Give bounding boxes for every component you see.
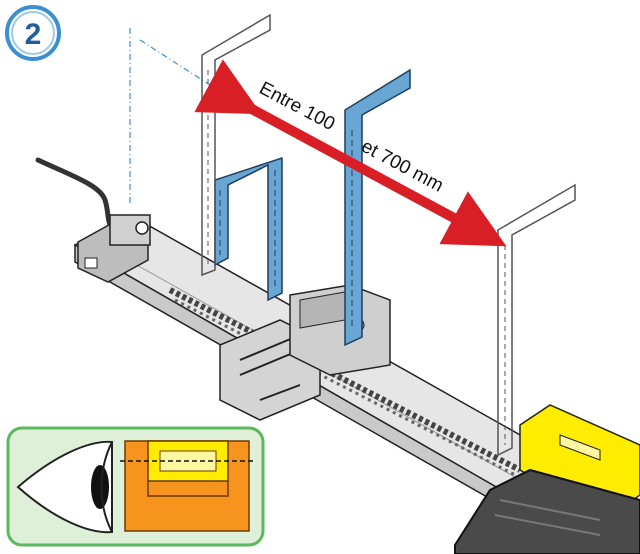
spirit-level-icon [120, 440, 255, 532]
bracket-position-max [497, 183, 576, 457]
motor-head [77, 214, 151, 283]
motor-housing [454, 468, 640, 554]
drive-chain [168, 287, 522, 473]
level-check-inset [6, 426, 265, 547]
dimension-label-line1: Entre 100 [256, 78, 339, 135]
step-number: 2 [25, 18, 42, 51]
eye-icon [16, 440, 113, 534]
power-cable [35, 157, 121, 238]
dimension-arrow [194, 59, 507, 247]
alignment-guide-line [129, 28, 211, 205]
bracket-position-min [201, 13, 271, 277]
quick-release-block [289, 284, 391, 376]
step-badge: 2 [5, 5, 61, 61]
